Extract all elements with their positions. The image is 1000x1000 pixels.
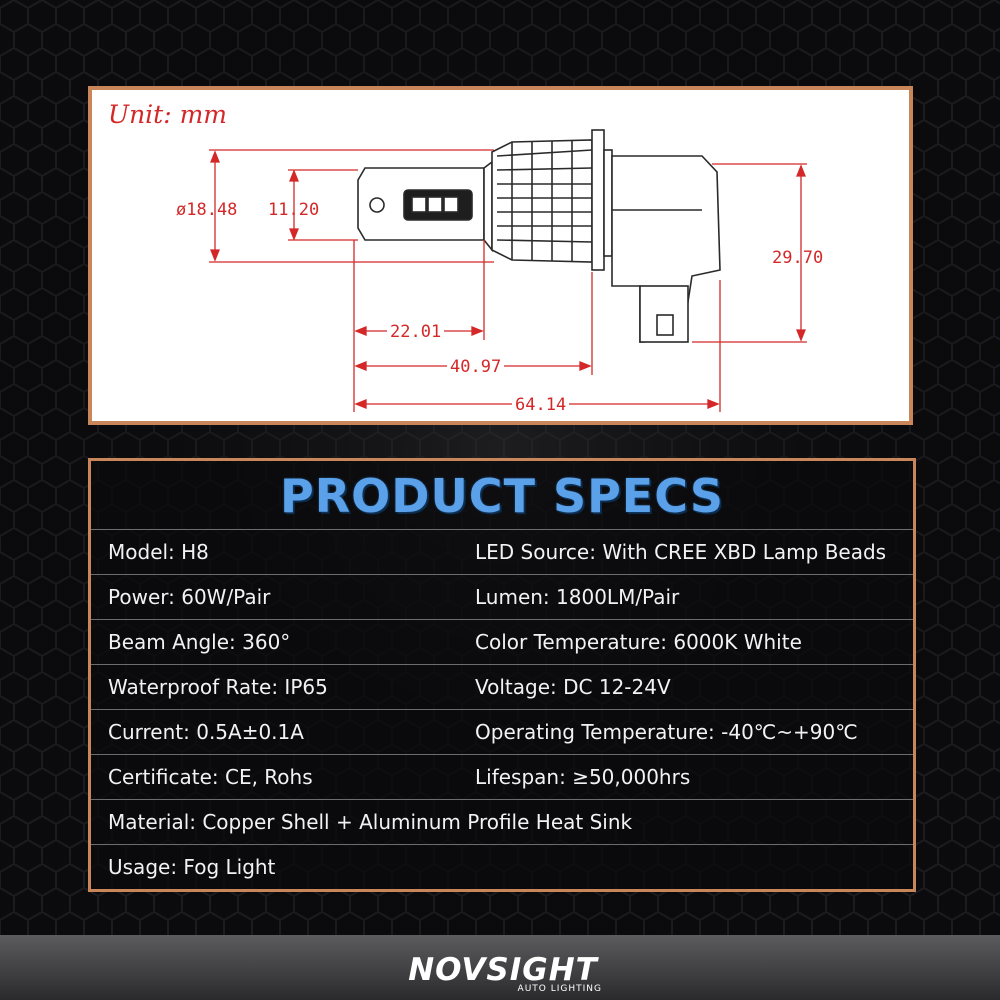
spec-row: Usage: Fog Light: [91, 844, 913, 889]
bulb-dimension-drawing: [209, 129, 807, 412]
dimension-diagram-panel: Unit: mm ø18.48 11.20 29.70 22.01 40.97 …: [88, 86, 913, 425]
spec-color-temperature: Color Temperature: 6000K White: [475, 630, 802, 654]
spec-model: Model: H8: [108, 540, 209, 564]
spec-row: Waterproof Rate: IP65 Voltage: DC 12-24V: [91, 664, 913, 709]
dimension-total-length-label: 64.14: [512, 395, 570, 415]
spec-row: Beam Angle: 360° Color Temperature: 6000…: [91, 619, 913, 664]
spec-row: Current: 0.5A±0.1A Operating Temperature…: [91, 709, 913, 754]
brand-tagline: AUTO LIGHTING: [517, 984, 602, 994]
spec-beam-angle: Beam Angle: 360°: [108, 630, 291, 654]
footer-bar: [0, 935, 1000, 1000]
spec-voltage: Voltage: DC 12-24V: [475, 675, 671, 699]
dimension-front-length-label: 22.01: [387, 322, 445, 342]
spec-row: Model: H8 LED Source: With CREE XBD Lamp…: [91, 529, 913, 574]
product-specs-panel: PRODUCT SPECS Model: H8 LED Source: With…: [88, 458, 916, 892]
spec-row: Material: Copper Shell + Aluminum Profil…: [91, 799, 913, 844]
specs-title: PRODUCT SPECS: [280, 469, 724, 523]
dimension-diameter-label: ø18.48: [176, 200, 238, 220]
spec-row: Power: 60W/Pair Lumen: 1800LM/Pair: [91, 574, 913, 619]
spec-operating-temperature: Operating Temperature: -40℃~+90℃: [475, 720, 858, 744]
spec-led-source: LED Source: With CREE XBD Lamp Beads: [475, 540, 887, 564]
spec-lumen: Lumen: 1800LM/Pair: [475, 585, 680, 609]
spec-lifespan: Lifespan: ≥50,000hrs: [475, 765, 691, 789]
brand-logo: NOVSIGHT: [408, 952, 598, 988]
unit-label: Unit: mm: [108, 100, 227, 129]
spec-current: Current: 0.5A±0.1A: [108, 720, 304, 744]
dimension-front-height-label: 11.20: [268, 200, 320, 220]
spec-certificate: Certificate: CE, Rohs: [108, 765, 313, 789]
spec-waterproof-rate: Waterproof Rate: IP65: [108, 675, 328, 699]
spec-usage: Usage: Fog Light: [108, 855, 276, 879]
spec-row: Certificate: CE, Rohs Lifespan: ≥50,000h…: [91, 754, 913, 799]
dimension-total-height-label: 29.70: [772, 248, 824, 268]
spec-power: Power: 60W/Pair: [108, 585, 271, 609]
dimension-body-length-label: 40.97: [447, 357, 505, 377]
spec-material: Material: Copper Shell + Aluminum Profil…: [108, 810, 633, 834]
